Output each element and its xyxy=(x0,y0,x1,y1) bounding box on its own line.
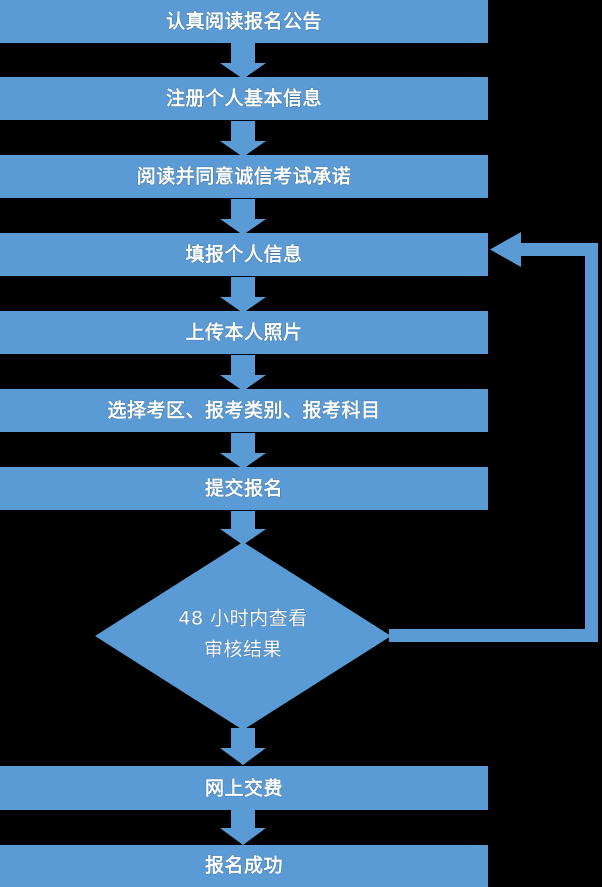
node-label: 阅读并同意诚信考试承诺 xyxy=(137,165,352,188)
decision-label-line2: 审核结果 xyxy=(204,639,282,661)
node-box[interactable] xyxy=(0,77,488,120)
node-box[interactable] xyxy=(0,311,488,354)
node-label: 选择考区、报考类别、报考科目 xyxy=(107,399,380,422)
flow-node-registration-success[interactable]: 报名成功 xyxy=(0,845,488,887)
flow-node-read-announcement[interactable]: 认真阅读报名公告 xyxy=(0,0,488,43)
node-label: 报名成功 xyxy=(205,854,283,877)
connector-arrow-5 xyxy=(220,355,266,391)
node-box[interactable] xyxy=(0,155,488,198)
node-label: 认真阅读报名公告 xyxy=(166,10,322,33)
flow-node-select-exam-region-category-subject[interactable]: 选择考区、报考类别、报考科目 xyxy=(0,389,488,432)
node-label: 上传本人照片 xyxy=(185,321,302,344)
node-label: 填报个人信息 xyxy=(185,243,302,266)
feedback-loop-arrowhead xyxy=(490,232,521,267)
flow-node-submit-registration[interactable]: 提交报名 xyxy=(0,467,488,510)
node-label: 网上交费 xyxy=(205,777,283,800)
flow-node-agree-integrity-pledge[interactable]: 阅读并同意诚信考试承诺 xyxy=(0,155,488,198)
connector-arrow-2 xyxy=(220,121,266,157)
flow-node-register-basic-info[interactable]: 注册个人基本信息 xyxy=(0,77,488,120)
flow-node-fill-personal-info[interactable]: 填报个人信息 xyxy=(0,233,488,276)
connector-arrow-7 xyxy=(220,511,266,545)
node-box[interactable] xyxy=(0,389,488,432)
flow-node-upload-photo[interactable]: 上传本人照片 xyxy=(0,311,488,354)
node-box[interactable] xyxy=(0,845,488,887)
node-box[interactable] xyxy=(0,766,488,810)
connector-arrow-9 xyxy=(220,810,266,845)
node-label: 注册个人基本信息 xyxy=(166,87,322,110)
connector-arrow-4 xyxy=(220,277,266,313)
feedback-loop-vertical-segment xyxy=(585,243,598,642)
node-label: 提交报名 xyxy=(205,477,283,500)
connector-arrow-8 xyxy=(220,728,266,765)
feedback-loop-top-segment xyxy=(521,243,585,256)
node-box[interactable] xyxy=(0,467,488,510)
connector-feedback-loop xyxy=(389,232,598,642)
node-box[interactable] xyxy=(0,233,488,276)
connector-arrow-1 xyxy=(220,43,266,79)
connector-arrow-6 xyxy=(220,433,266,469)
flow-node-online-payment[interactable]: 网上交费 xyxy=(0,766,488,810)
flow-node-check-review-result[interactable]: 48 小时内查看 审核结果 xyxy=(95,542,391,730)
connector-arrow-3 xyxy=(220,199,266,235)
decision-label-line1: 48 小时内查看 xyxy=(178,608,307,630)
node-box[interactable] xyxy=(0,0,488,43)
decision-diamond[interactable] xyxy=(95,542,391,730)
feedback-loop-bottom-segment xyxy=(389,629,598,642)
connector-arrows-group xyxy=(220,43,266,845)
